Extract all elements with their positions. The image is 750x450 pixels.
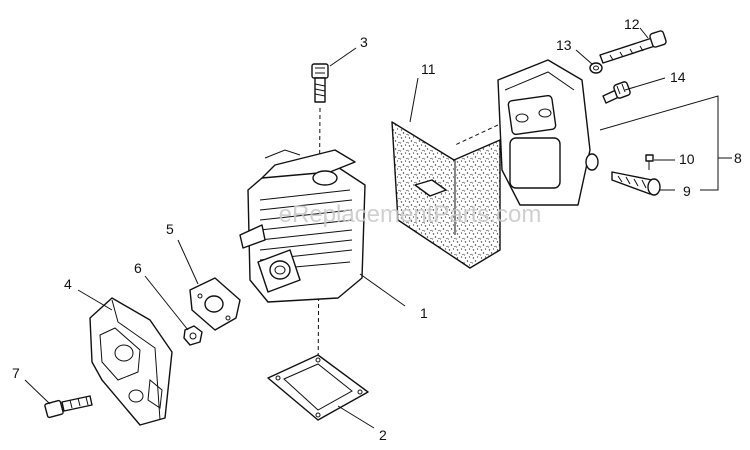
callout-8: 8 <box>734 150 742 166</box>
watermark-text: eReplacementParts.com <box>279 201 542 228</box>
bolt-3-icon <box>311 63 329 103</box>
gasket-2-icon <box>267 354 369 421</box>
nut-6-icon <box>183 325 203 346</box>
callout-3: 3 <box>360 34 368 50</box>
callout-13: 13 <box>556 37 572 53</box>
cylinder-1-icon <box>239 149 366 303</box>
insulator-4-icon <box>89 297 173 426</box>
callout-10: 10 <box>679 151 695 167</box>
screw-10-icon <box>645 154 654 170</box>
callout-7: 7 <box>12 365 20 381</box>
muffler-axis-line <box>454 124 499 146</box>
callout-5: 5 <box>166 221 174 237</box>
muffler-8-icon <box>497 59 599 206</box>
washer-13-icon <box>589 62 603 74</box>
callout-14: 14 <box>670 69 686 85</box>
gasket-5-icon <box>189 277 241 331</box>
muffler-gasket-11-icon <box>391 121 501 269</box>
callout-12: 12 <box>624 16 640 32</box>
leader-lines <box>24 27 732 429</box>
callout-1: 1 <box>420 305 428 321</box>
bolt-12-icon <box>599 30 667 64</box>
callout-6: 6 <box>134 260 142 276</box>
callout-9: 9 <box>683 183 691 199</box>
callout-4: 4 <box>64 276 72 292</box>
spark-arrestor-9-icon <box>611 171 661 196</box>
callout-11: 11 <box>421 61 436 77</box>
callout-2: 2 <box>379 427 387 443</box>
bolt-14-icon <box>602 81 631 104</box>
bolt-7-icon <box>44 395 93 419</box>
